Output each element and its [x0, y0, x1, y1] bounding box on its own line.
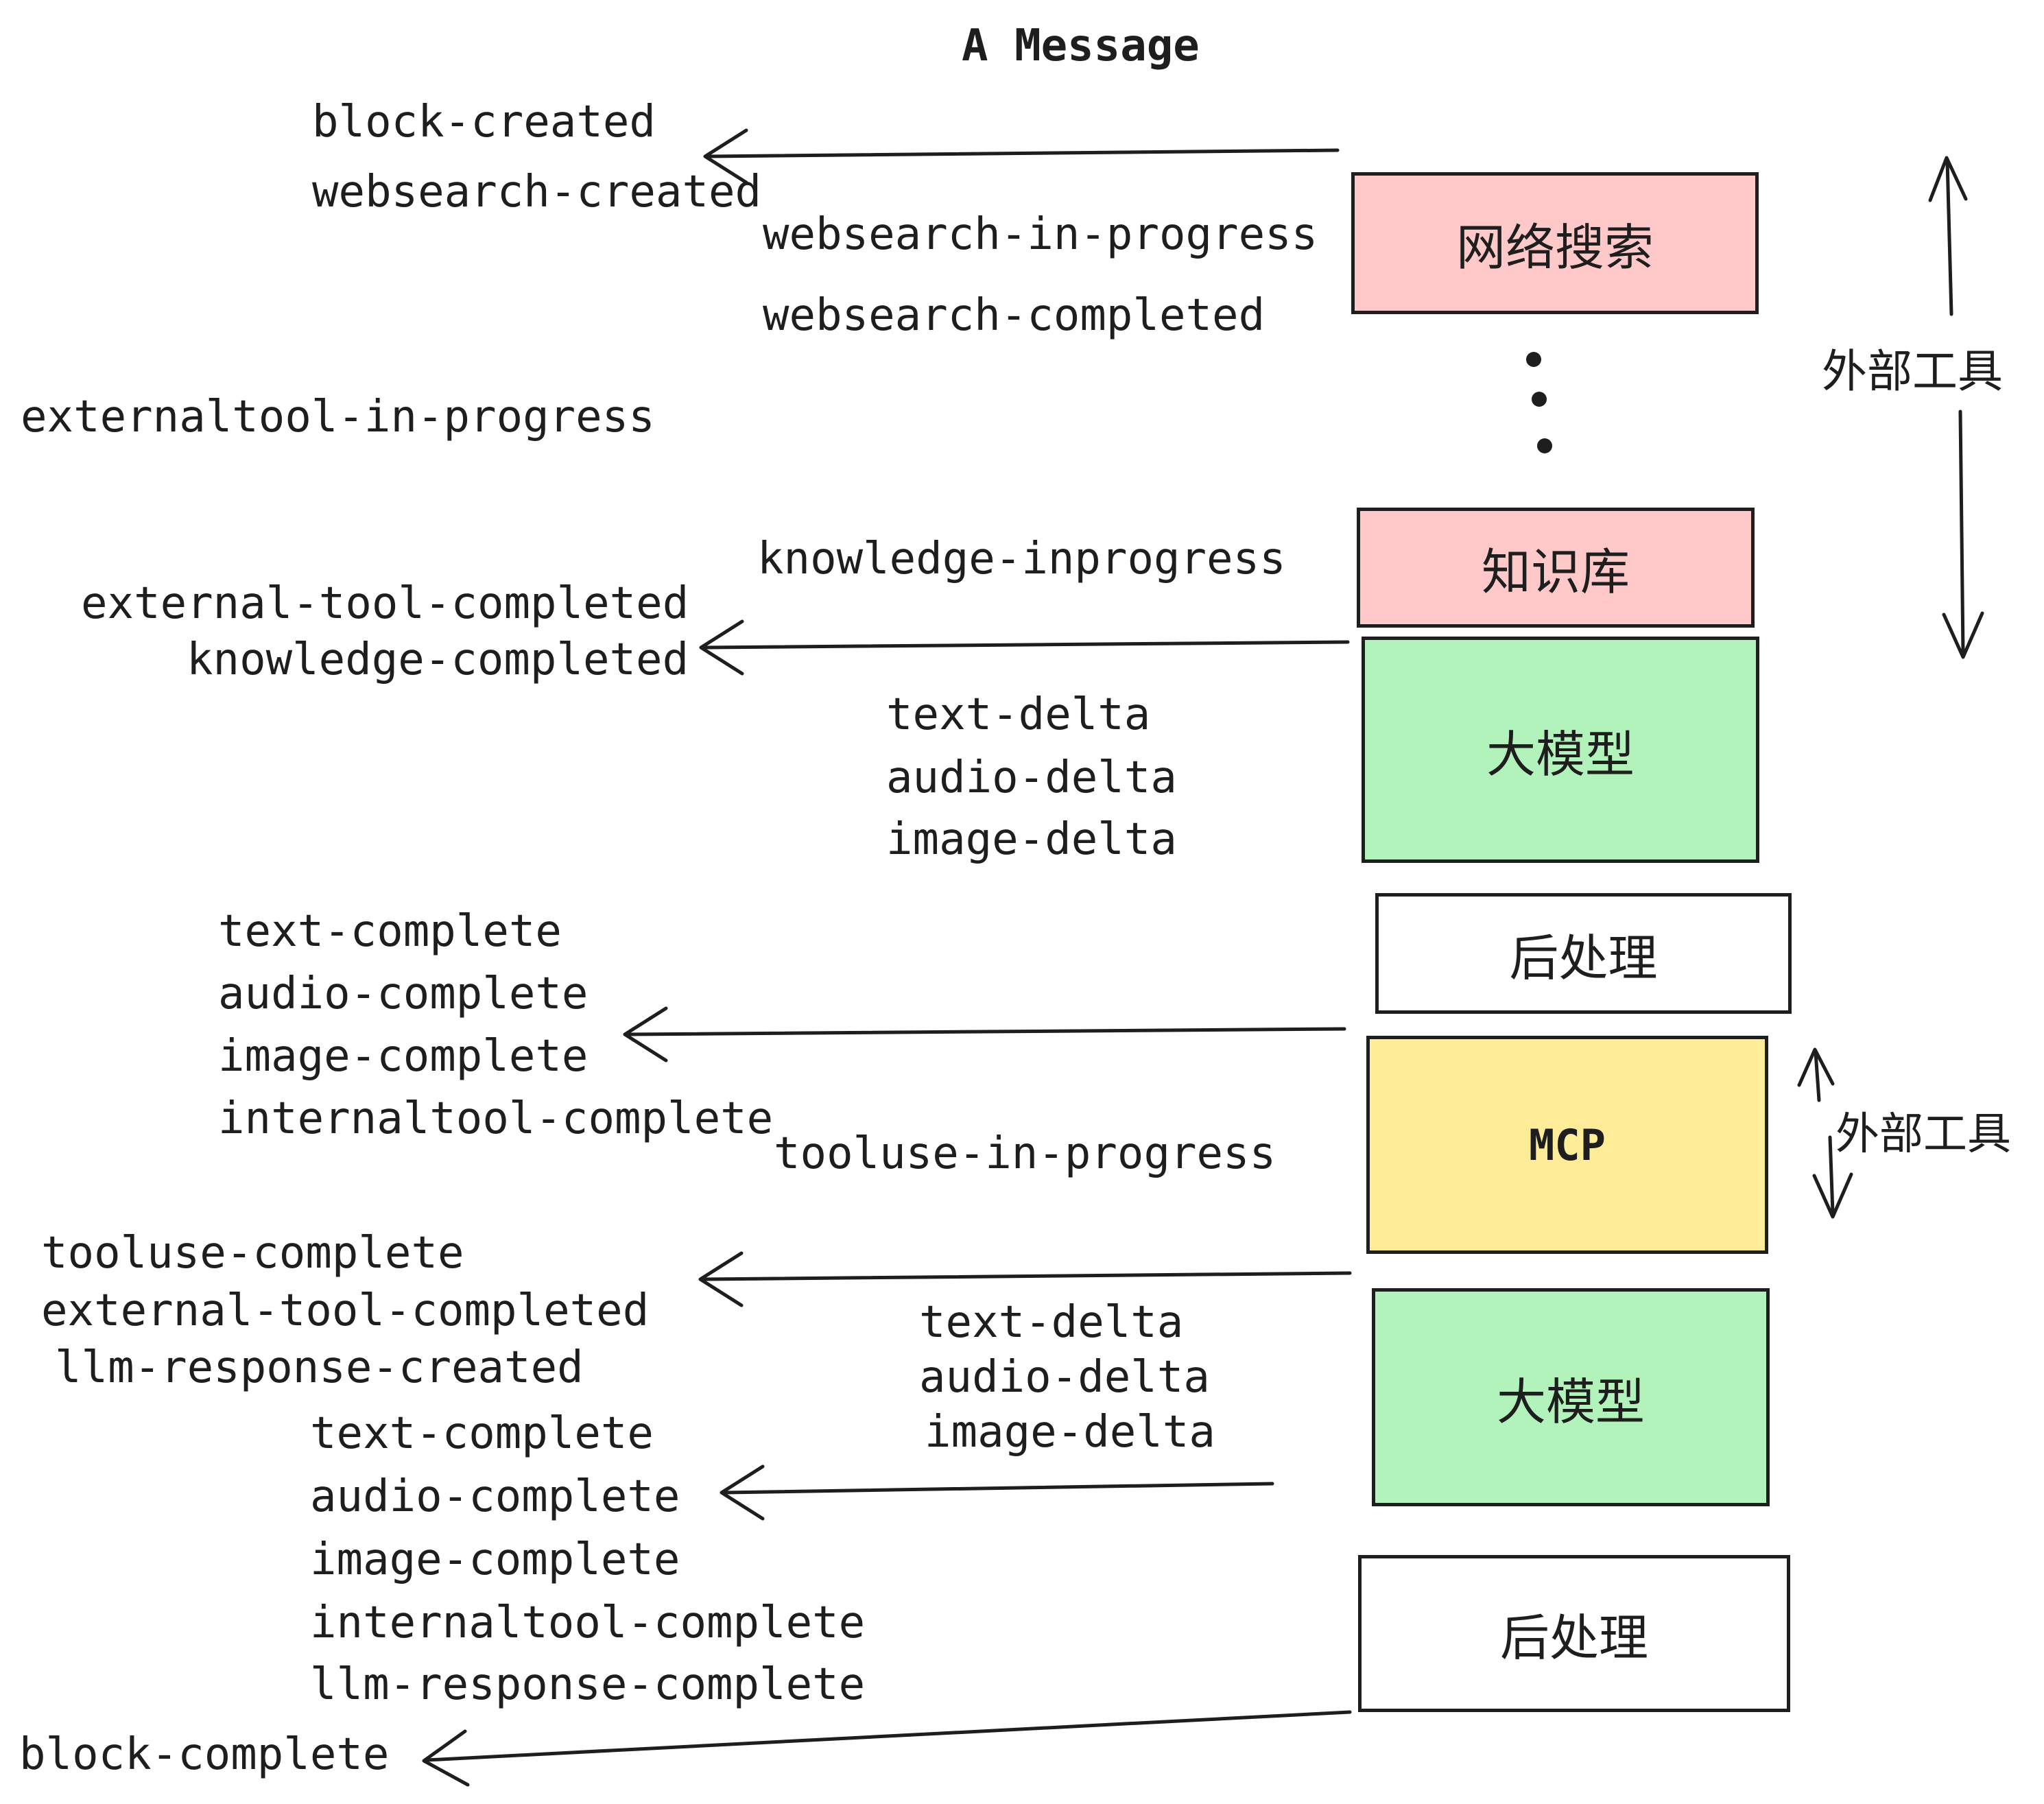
box-postprocess-1: 后处理: [1375, 893, 1792, 1014]
event-audio-delta-2: audio-delta: [919, 1352, 1210, 1403]
event-audio-complete-2: audio-complete: [310, 1471, 680, 1522]
event-block-complete: block-complete: [19, 1729, 390, 1780]
box-knowledge-base: 知识库: [1357, 508, 1755, 628]
box-websearch-label: 网络搜索: [1455, 219, 1654, 276]
arrow-external-tools-mcp-down: [1812, 1135, 1853, 1219]
event-audio-complete-1: audio-complete: [218, 969, 589, 1019]
box-llm-1: 大模型: [1362, 637, 1759, 863]
arrow-external-tools-mcp-up: [1797, 1047, 1835, 1102]
box-postprocess-2-label: 后处理: [1499, 1609, 1648, 1667]
event-internaltool-complete-1: internaltool-complete: [218, 1093, 774, 1144]
event-llm-response-created: llm-response-created: [55, 1342, 584, 1393]
event-text-delta-2: text-delta: [919, 1297, 1184, 1348]
arrow-image-complete: [623, 1006, 1346, 1063]
box-mcp: MCP: [1366, 1036, 1768, 1254]
arrow-tooluse-complete: [698, 1251, 1352, 1307]
event-internaltool-complete-2: internaltool-complete: [310, 1598, 866, 1648]
event-external-tool-completed-2: external-tool-completed: [41, 1285, 650, 1336]
diagram-title: A Message: [962, 21, 1200, 71]
event-image-complete-1: image-complete: [218, 1031, 589, 1082]
event-websearch-created: websearch-created: [312, 167, 762, 217]
box-knowledge-base-label: 知识库: [1481, 543, 1630, 601]
box-llm-2-label: 大模型: [1496, 1373, 1645, 1431]
box-mcp-label: MCP: [1529, 1119, 1606, 1170]
event-block-created: block-created: [312, 97, 656, 147]
event-external-tool-completed-1: external-tool-completed: [81, 578, 689, 629]
box-llm-2: 大模型: [1372, 1288, 1770, 1506]
arrow-block-complete: [422, 1710, 1352, 1787]
event-websearch-completed: websearch-completed: [763, 290, 1265, 341]
arrow-external-tools-top-up: [1928, 156, 1968, 316]
event-image-delta-2: image-delta: [925, 1407, 1215, 1458]
event-audio-delta-1: audio-delta: [886, 752, 1177, 803]
event-image-complete-2: image-complete: [310, 1534, 680, 1585]
ellipsis-dots: [1526, 352, 1552, 453]
event-text-complete-1: text-complete: [218, 906, 562, 957]
event-tooluse-complete: tooluse-complete: [41, 1228, 464, 1279]
arrow-external-tools-top-down: [1942, 410, 1984, 659]
label-external-tools-mcp: 外部工具: [1835, 1109, 2011, 1160]
event-llm-response-complete: llm-response-complete: [310, 1659, 866, 1710]
arrow-block-created: [703, 128, 1340, 185]
event-tooluse-in-progress: tooluse-in-progress: [774, 1128, 1276, 1179]
event-knowledge-completed: knowledge-completed: [187, 634, 689, 685]
event-externaltool-in-progress: externaltool-in-progress: [21, 392, 655, 442]
event-image-delta-1: image-delta: [886, 814, 1177, 865]
event-text-complete-2: text-complete: [310, 1408, 654, 1459]
event-knowledge-inprogress: knowledge-inprogress: [757, 534, 1286, 584]
label-external-tools-top: 外部工具: [1822, 345, 2003, 398]
arrow-knowledge-completed: [699, 619, 1350, 676]
event-websearch-in-progress: websearch-in-progress: [763, 209, 1318, 260]
arrow-audio-complete: [720, 1464, 1274, 1521]
box-websearch: 网络搜索: [1351, 172, 1759, 314]
box-postprocess-1-label: 后处理: [1509, 929, 1658, 987]
event-text-delta-1: text-delta: [886, 689, 1151, 740]
box-postprocess-2: 后处理: [1358, 1555, 1790, 1712]
box-llm-1-label: 大模型: [1486, 725, 1635, 783]
